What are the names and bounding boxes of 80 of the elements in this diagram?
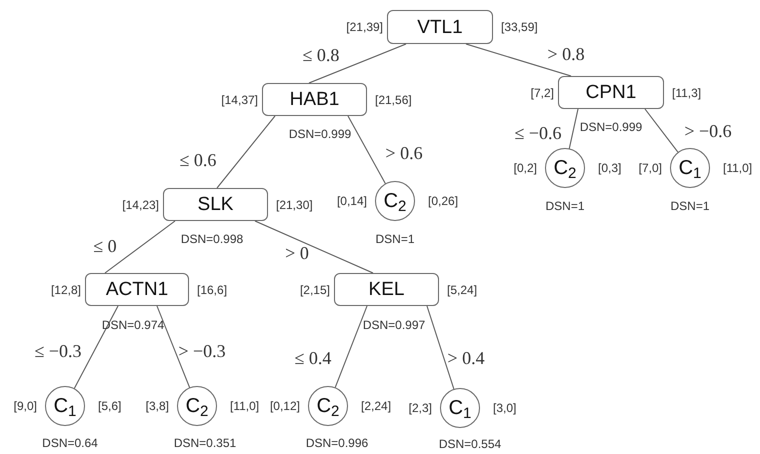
dsn-value: DSN=0.998	[180, 233, 244, 245]
class-label: C$_{1}$	[678, 158, 702, 178]
count-pair: [0,2]	[514, 162, 537, 174]
edge-label: > 0.8	[547, 45, 585, 63]
count-pair: [3,8]	[146, 400, 169, 412]
count-pair: [9,0]	[14, 400, 37, 412]
class-label: C$_{2}$	[186, 396, 208, 416]
dsn-value: DSN=0.996	[306, 437, 368, 449]
branch-line	[308, 44, 406, 84]
dsn-value: DSN=0.351	[174, 437, 236, 449]
branch-line	[348, 116, 386, 184]
edge-label: > −0.6	[684, 122, 732, 140]
edge-label: > −0.3	[178, 342, 226, 360]
count-pair: [7,2]	[530, 86, 554, 98]
dsn-value: DSN=1	[375, 233, 415, 245]
split-box	[262, 83, 367, 116]
edge-label: ≤ −0.3	[34, 342, 82, 360]
split-box	[334, 273, 439, 306]
count-pair: [0,26]	[428, 195, 458, 207]
count-pair: [7,0]	[638, 162, 662, 174]
split-box	[387, 10, 493, 44]
count-pair: [0,3]	[598, 162, 622, 174]
branch-line	[426, 306, 454, 390]
feature-label: SLK	[198, 195, 234, 214]
branch-line	[156, 306, 190, 388]
dsn-value: DSN=0.997	[362, 319, 426, 331]
count-pair: [21,30]	[276, 198, 313, 210]
branch-line	[644, 108, 678, 153]
feature-label: ACTN1	[106, 280, 168, 299]
edge-label: ≤ 0.4	[294, 349, 332, 367]
branch-line	[254, 220, 374, 274]
feature-label: VTL1	[417, 18, 463, 36]
branch-line	[74, 306, 118, 389]
count-pair: [12,8]	[50, 284, 81, 296]
dsn-value: DSN=0.554	[438, 438, 502, 450]
edge-label: ≤ 0.8	[302, 46, 340, 64]
count-pair: [14,23]	[122, 198, 159, 210]
count-pair: [2,15]	[300, 284, 330, 296]
edge-label: ≤ 0	[93, 237, 117, 255]
count-pair: [21,56]	[375, 94, 412, 106]
count-pair: [2,3]	[408, 402, 432, 414]
edge-label: ≤ 0.6	[180, 151, 216, 169]
class-label: C$_{2}$	[554, 158, 576, 178]
count-pair: [11,0]	[230, 400, 260, 412]
edge-label: > 0.4	[447, 349, 485, 367]
count-pair: [21,39]	[346, 21, 383, 33]
count-pair: [0,14]	[336, 195, 367, 207]
count-pair: [11,3]	[672, 86, 702, 98]
split-box	[558, 76, 664, 109]
count-pair: [16,6]	[197, 284, 228, 296]
count-pair: [5,24]	[447, 284, 478, 296]
count-pair: [14,37]	[221, 94, 258, 106]
branch-line	[334, 306, 368, 388]
branch-line	[104, 220, 176, 274]
split-box	[85, 273, 189, 306]
dsn-value: DSN=0.64	[42, 437, 98, 449]
dsn-value: DSN=1	[670, 200, 710, 212]
split-box	[163, 188, 268, 221]
dsn-value: DSN=1	[545, 200, 585, 212]
class-label: C$_{1}$	[54, 396, 76, 416]
edge-label: > 0.6	[385, 144, 423, 162]
count-pair: [33,59]	[501, 21, 538, 33]
dsn-value: DSN=0.999	[580, 121, 642, 133]
edge-label: > 0	[285, 244, 309, 262]
branch-line	[466, 44, 572, 76]
feature-label: HAB1	[290, 90, 340, 109]
feature-label: CPN1	[586, 83, 636, 102]
count-pair: [11,0]	[723, 162, 752, 174]
branch-line	[568, 108, 578, 149]
class-label: C$_{1}$	[448, 398, 472, 418]
count-pair: [5,6]	[98, 400, 122, 412]
feature-label: KEL	[368, 280, 404, 299]
count-pair: [0,12]	[270, 400, 300, 412]
count-pair: [3,0]	[493, 402, 516, 414]
class-label: C$_{2}$	[384, 191, 406, 211]
branch-line	[216, 116, 276, 188]
edge-label: ≤ −0.6	[514, 124, 562, 142]
dsn-value: DSN=0.999	[288, 128, 352, 140]
class-label: C$_{2}$	[316, 396, 340, 416]
count-pair: [2,24]	[361, 400, 392, 412]
